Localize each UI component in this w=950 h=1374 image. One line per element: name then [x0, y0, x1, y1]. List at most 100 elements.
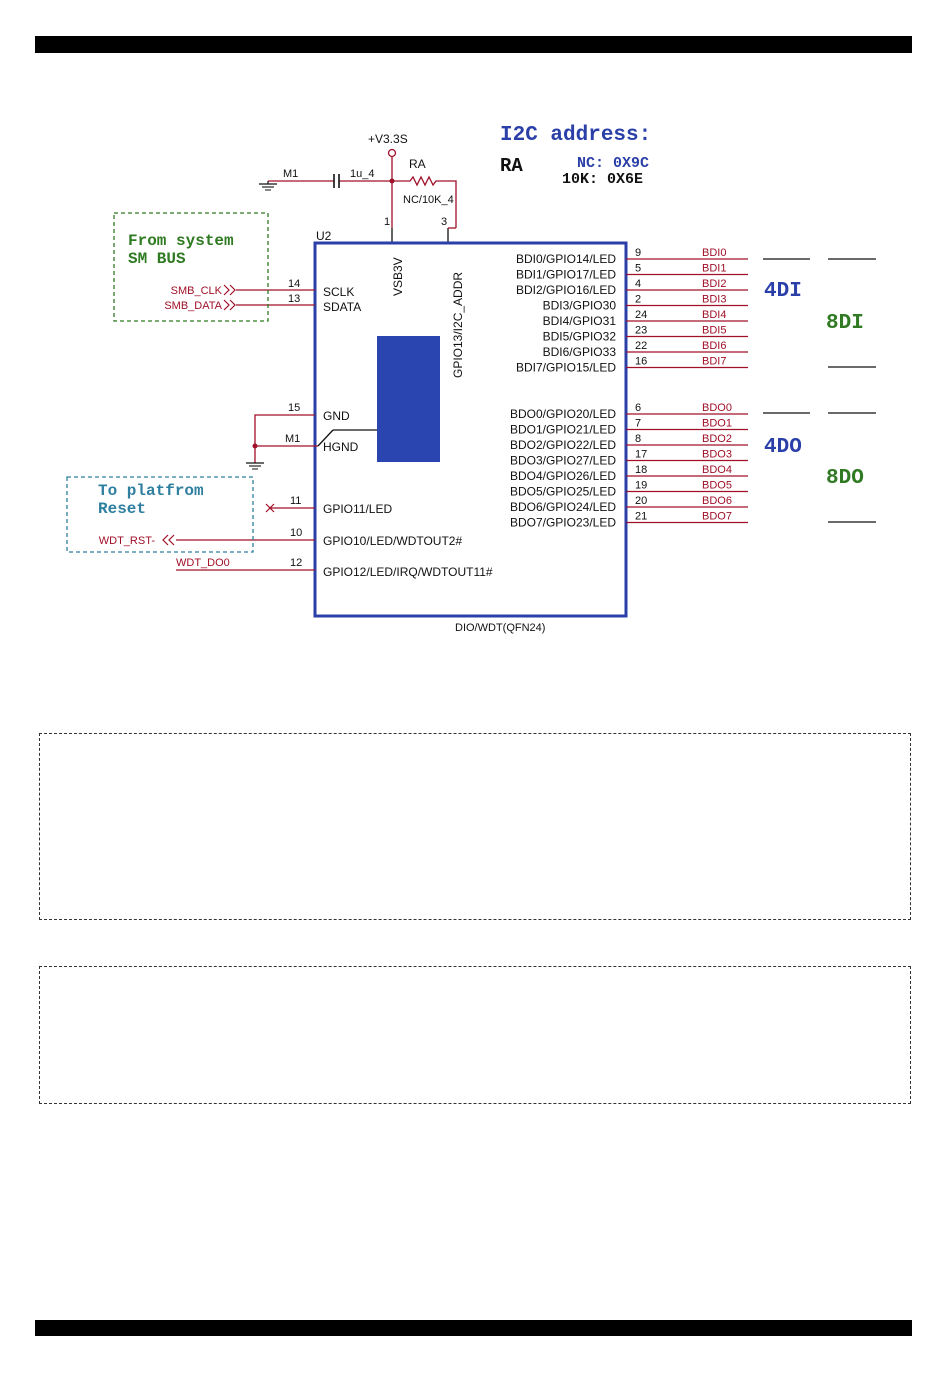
cap-value: 1u_4 [350, 168, 374, 180]
right-pin-num: 2 [635, 294, 641, 306]
net-label: BDI6 [702, 340, 726, 352]
i2c-address-note: I2C address: RA NC: 0X9C 10K: 0X6E [500, 124, 651, 188]
label-8do: 8DO [826, 467, 864, 490]
right-pin-num: 17 [635, 449, 647, 461]
net-label: BDO5 [702, 480, 732, 492]
right-pin-num: 5 [635, 263, 641, 275]
net-label: BDI3 [702, 294, 726, 306]
net-label: SMB_DATA [164, 300, 222, 312]
right-pin-num: 7 [635, 418, 641, 430]
right-pin-name: BDO7/GPIO23/LED [510, 516, 616, 530]
right-pin-num: 23 [635, 325, 647, 337]
net-label: BDI1 [702, 263, 726, 275]
net-label: BDO0 [702, 402, 732, 414]
net-label: SMB_CLK [171, 285, 223, 297]
right-pin-num: 16 [635, 356, 647, 368]
top-pin-3-num: 3 [441, 216, 447, 228]
no-connect-icon [265, 503, 275, 513]
label-4di: 4DI [764, 280, 802, 303]
wdt-rst-port-icon [162, 534, 169, 546]
group-labels: 4DI 8DI 4DO 8DO [764, 280, 864, 490]
ground-top-icon [259, 181, 277, 191]
right-pin-name: BDI6/GPIO33 [543, 345, 617, 359]
footer-bar [35, 1320, 912, 1336]
smb-data-port-icon [223, 299, 230, 311]
group-marker-lines [763, 258, 876, 523]
left-pin-name: SDATA [323, 300, 361, 314]
net-label: BDO2 [702, 433, 732, 445]
left-pin-name: SCLK [323, 285, 354, 299]
right-pin-name: BDI5/GPIO32 [543, 330, 617, 344]
right-pin-num: 20 [635, 495, 647, 507]
right-pin-name: BDO1/GPIO21/LED [510, 423, 616, 437]
right-pin-num: 24 [635, 309, 647, 321]
right-pin-num: 6 [635, 402, 641, 414]
i2c-nc: NC: 0X9C [577, 155, 649, 172]
schematic-diagram: +V3.3S M1 1u_4 RA NC/10K_4 I2C address: … [66, 124, 876, 634]
left-pin-name: GPIO10/LED/WDTOUT2# [323, 534, 462, 548]
i2c-10k: 10K: 0X6E [562, 171, 643, 188]
right-pin-name: BDI3/GPIO30 [543, 299, 617, 313]
ground-bottom-icon [246, 462, 264, 470]
resistor-ref: RA [409, 157, 426, 171]
net-label: BDI5 [702, 325, 726, 337]
label-4do: 4DO [764, 436, 802, 459]
right-pin-num: 22 [635, 340, 647, 352]
reset-note-line1: To platfrom [98, 482, 204, 500]
supply-port-icon [387, 148, 397, 158]
reset-note-box [66, 476, 254, 553]
right-pin-name: BDO5/GPIO25/LED [510, 485, 616, 499]
right-pin-name: BDI7/GPIO15/LED [516, 361, 616, 375]
smbus-note-line2: SM BUS [128, 250, 186, 268]
right-pin-num: 4 [635, 278, 641, 290]
net-label: BDO6 [702, 495, 732, 507]
top-pin-1-name: VSB3V [391, 257, 405, 296]
right-pin-name: BDI1/GPIO17/LED [516, 268, 616, 282]
chip-part: DIO/WDT(QFN24) [455, 622, 545, 634]
supply-label: +V3.3S [368, 132, 408, 146]
smbus-note: From system SM BUS [113, 212, 269, 322]
left-pin-num: 11 [290, 495, 301, 507]
reset-note-line2: Reset [98, 500, 146, 518]
note-box-1 [39, 733, 911, 920]
chip-exposed-pad [377, 336, 440, 462]
resistor-icon [392, 175, 457, 228]
net-label: BDO1 [702, 418, 732, 430]
left-pin-name: GPIO12/LED/IRQ/WDTOUT11# [323, 565, 493, 579]
smbus-note-line1: From system [128, 232, 234, 250]
net-label: BDO4 [702, 464, 732, 476]
right-pin-name: BDO4/GPIO26/LED [510, 469, 616, 483]
net-label: WDT_DO0 [176, 557, 230, 569]
net-label: BDI0 [702, 247, 726, 259]
left-pin-name: GND [323, 409, 350, 423]
m1-top-label: M1 [283, 168, 298, 180]
left-pin-name: HGND [323, 440, 359, 454]
right-pin-num: 19 [635, 480, 647, 492]
right-pin-name: BDI0/GPIO14/LED [516, 252, 616, 266]
left-pin-num: 15 [288, 402, 300, 414]
net-label: BDI2 [702, 278, 726, 290]
net-label: BDI7 [702, 356, 726, 368]
left-pin-labels: 14 SCLK SMB_CLK 13 SDATA SMB_DATA 15 GND… [99, 278, 493, 579]
left-pin-num: 10 [290, 527, 302, 539]
left-pin-num: M1 [285, 433, 300, 445]
left-pin-num: 14 [288, 278, 300, 290]
resistor-value: NC/10K_4 [403, 194, 454, 206]
note-box-2 [39, 966, 911, 1104]
right-pin-name: BDI4/GPIO31 [543, 314, 617, 328]
right-pin-num: 9 [635, 247, 641, 259]
chip-u2: U2 DIO/WDT(QFN24) 1 3 VSB3V GPIO13/I2C_A… [313, 216, 628, 634]
smb-clk-port-icon [223, 284, 230, 296]
label-8di: 8DI [826, 312, 864, 335]
right-pin-num: 18 [635, 464, 647, 476]
i2c-ra: RA [500, 155, 523, 177]
top-pin-3-name: GPIO13/I2C_ADDR [451, 272, 465, 378]
net-label: WDT_RST- [99, 535, 156, 547]
reset-note: To platfrom Reset [66, 476, 254, 553]
net-label: BDO7 [702, 511, 732, 523]
left-pins [162, 284, 377, 571]
i2c-title: I2C address: [500, 124, 651, 147]
supply-net: +V3.3S M1 1u_4 RA NC/10K_4 [259, 132, 457, 243]
left-pin-num: 12 [290, 557, 302, 569]
net-label: BDI4 [702, 309, 726, 321]
